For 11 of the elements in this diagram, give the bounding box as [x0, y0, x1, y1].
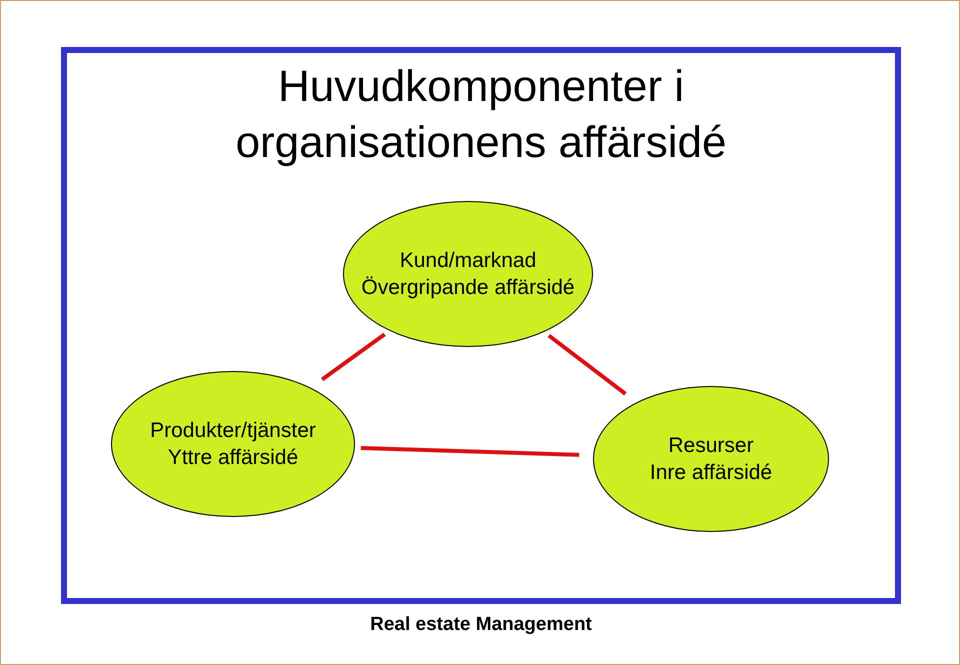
node-text: Inre affärsidé [650, 460, 772, 486]
connector-line [320, 332, 386, 382]
node-text: Produkter/tjänster [150, 418, 316, 444]
node-text: Kund/marknad [400, 248, 536, 274]
title: Huvudkomponenter i organisationens affärsidé [234, 61, 728, 169]
footer-text: Real estate Management [369, 613, 593, 637]
node-text: Övergripande affärsidé [361, 275, 575, 301]
node-text: Resurser [668, 433, 754, 459]
node-text: Yttre affärsidé [168, 445, 298, 471]
connector-line [548, 334, 627, 396]
connector-line [360, 446, 580, 457]
